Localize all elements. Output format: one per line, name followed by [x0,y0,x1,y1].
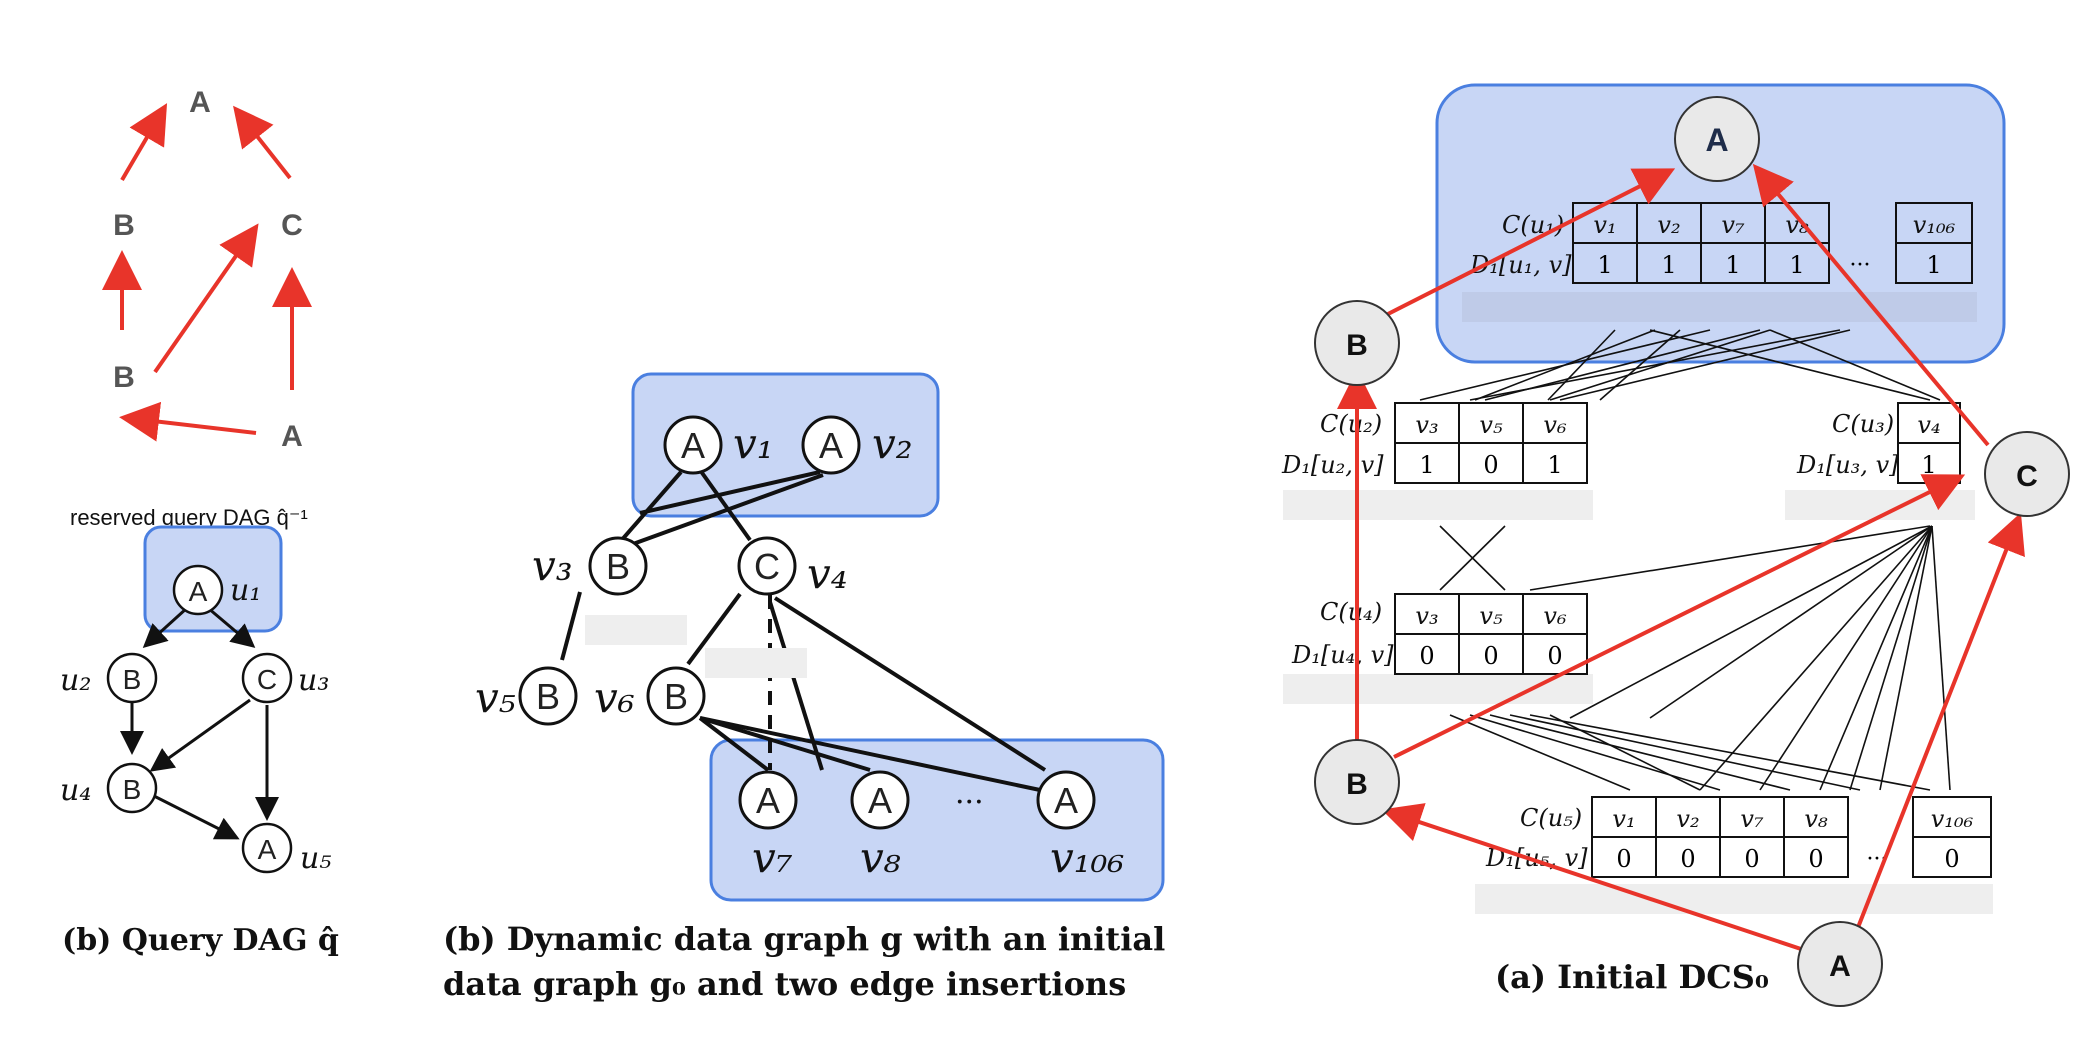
r1-c-label: C(u₁) [1502,211,1564,239]
r2b-c-label: C(u₃) [1832,410,1894,438]
r4-cell-2: v₂ [1676,805,1699,833]
q-node-u3: C [257,664,277,695]
r4-c-label: C(u₅) [1520,804,1582,832]
dcs-row1: C(u₁) D₁[u₁, v] v₁ v₂ v₇ v₈ v₁₀₆ 1 1 1 1… [1469,202,1973,284]
q-sub-u2: u₂ [60,663,91,698]
r1-cell-4: v₈ [1785,211,1809,239]
r4-val-5: 0 [1944,845,1959,873]
r3-cell-2: v₅ [1479,602,1503,630]
g-sub-v8: v₈ [860,833,901,882]
q-node-u1: A [189,576,208,607]
r2b-d-label: D₁[u₃, v] [1796,451,1899,479]
r2-val-2: 0 [1483,451,1498,479]
dcs-row3: C(u₄) D₁[u₄, v] v₃ v₅ v₆ 0 0 0 [1283,593,1593,704]
q-node-u4: B [123,774,142,805]
r2b-val-1: 1 [1921,451,1936,479]
dag-red-arrows [102,103,312,442]
g-node-v7: A [756,780,780,821]
query-caption: (b) Query DAG q̂ [62,923,339,958]
dcs-row4: C(u₅) D₁[u₅, v] v₁ v₂ v₇ v₈ v₁₀₆ 0 0 0 0… [1475,796,1993,914]
r3-val-1: 0 [1419,642,1434,670]
dcs-row2: C(u₂) D₁[u₂, v] v₃ v₅ v₆ 1 0 1 C(u₃) D₁[… [1281,402,1975,520]
dcs-node-b-upper: B [1346,329,1368,362]
r4-val-3: 0 [1744,845,1759,873]
dag-node-b-low: B [113,361,135,394]
r1-val-1: 1 [1597,251,1612,279]
q-sub-u3: u₃ [298,663,329,698]
graph-caption-1: (b) Dynamic data graph g with an initial [443,920,1165,958]
dcs-panel: C(u₁) D₁[u₁, v] v₁ v₂ v₇ v₈ v₁₀₆ 1 1 1 1… [1281,83,2070,1007]
r1-cell-2: v₂ [1657,211,1680,239]
r1-val-4: 1 [1789,251,1804,279]
dcs-node-c: C [2016,460,2038,493]
r4-val-2: 0 [1680,845,1695,873]
r1-cell-1: v₁ [1593,211,1616,239]
graph-caption-2: data graph g₀ and two edge insertions [443,965,1126,1003]
g-sub-v1: v₁ [733,419,774,468]
r1-val-5: 1 [1926,251,1941,279]
r4-cell-4: v₈ [1804,805,1828,833]
q-sub-u5: u₅ [300,841,331,876]
g-sub-v2: v₂ [872,419,913,468]
g-node-v8: A [868,780,892,821]
r1-ellipsis: ··· [1850,253,1871,278]
dcs-node-b-lower: B [1346,768,1368,801]
g-node-v3: B [606,546,630,587]
r2-cell-2: v₅ [1479,411,1503,439]
r4-cell-1: v₁ [1612,805,1635,833]
r1-val-2: 1 [1661,251,1676,279]
dcs-red-arrows [1337,163,2025,954]
r2b-cell-1: v₄ [1917,411,1940,439]
q-sub-u4: u₄ [60,773,91,808]
g-node-v4: C [754,546,780,587]
r4-val-1: 0 [1616,845,1631,873]
g-sub-v3: v₃ [532,541,573,590]
r2-val-3: 1 [1547,451,1562,479]
r2-cell-1: v₃ [1415,411,1438,439]
r3-c-label: C(u₄) [1320,598,1382,626]
dcs-node-a-bottom: A [1829,950,1851,983]
red-dag: A B C B A [102,86,312,453]
g-node-v6: B [664,676,688,717]
g-node-v2: A [819,425,843,466]
q-node-u5: A [258,834,277,865]
g-sub-v5: v₅ [475,673,516,722]
r1-cell-5: v₁₀₆ [1913,211,1956,239]
data-graph: A A B C B B A A A v₁ v₂ v₃ v₄ v₅ v₆ v₇ v… [443,372,1165,1003]
dag-node-c: C [281,209,303,242]
query-dag: reserved query DAG q̂⁻¹ A B C B A u₁ u₂ … [60,505,339,958]
r1-cell-3: v₇ [1721,211,1745,239]
g-node-v106: A [1054,780,1078,821]
r3-val-3: 0 [1547,642,1562,670]
r1-val-3: 1 [1725,251,1740,279]
dag-node-a-top: A [189,86,211,119]
r2-val-1: 1 [1419,451,1434,479]
dag-node-b-mid: B [113,209,135,242]
r3-cell-1: v₃ [1415,602,1438,630]
r4-cell-3: v₇ [1740,805,1764,833]
dcs-caption: (a) Initial DCS₀ [1495,958,1769,996]
r3-cell-3: v₆ [1543,602,1567,630]
g-sub-v4: v₄ [807,549,848,598]
g-sub-v6: v₆ [594,673,635,722]
r4-val-4: 0 [1808,845,1823,873]
r2-cell-3: v₆ [1543,411,1567,439]
g-sub-v7: v₇ [752,833,793,882]
r4-cell-5: v₁₀₆ [1931,805,1974,833]
g-node-v1: A [681,425,705,466]
r3-val-2: 0 [1483,642,1498,670]
r2-c-label: C(u₂) [1320,410,1382,438]
r3-d-label: D₁[u₄, v] [1291,641,1394,669]
g-sub-v106: v₁₀₆ [1050,833,1124,882]
g-node-v5: B [536,676,560,717]
r2-d-label: D₁[u₂, v] [1281,451,1384,479]
q-sub-u1: u₁ [230,573,261,608]
dcs-node-top-a: A [1705,122,1728,158]
dag-node-a-bottom: A [281,420,303,453]
g-ellipsis: ··· [955,785,984,820]
q-node-u2: B [123,664,142,695]
